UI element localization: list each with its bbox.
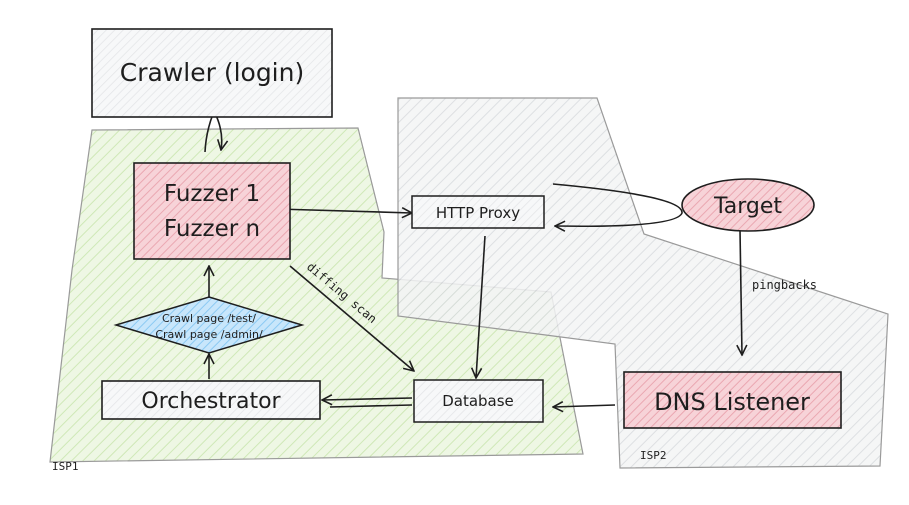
database-node: Database [413,379,544,423]
edge-dns-to-database [553,405,616,407]
edge-target-to-dns [740,229,742,355]
dns-listener-label: DNS Listener [654,388,810,416]
crawler-node: Crawler (login) [91,28,333,118]
edge-database-to-orchestrator-2 [329,404,413,408]
target-label: Target [713,194,782,219]
isp1-label: ISP1 [52,460,79,473]
crawl-decision-node: Crawl page /test/ Crawl page /admin/ [113,296,305,354]
edges [205,112,742,408]
fuzzer-label-1: Fuzzer 1 [164,181,260,207]
crawler-label: Crawler (login) [120,58,304,87]
http-proxy-node: HTTP Proxy [411,195,545,229]
http-proxy-label: HTTP Proxy [436,204,520,222]
pingbacks-label: pingbacks [752,278,817,292]
edge-fuzzer-to-proxy [276,209,412,213]
crawl-label-admin: Crawl page /admin/ [155,328,263,341]
fuzzer-label-n: Fuzzer n [164,216,260,242]
edge-database-to-orchestrator [322,398,413,400]
edge-diffing-scan [289,265,414,371]
isp2-label: ISP2 [640,449,667,462]
edge-proxy-target-loop [552,183,683,226]
dns-listener-node: DNS Listener [623,371,842,429]
orchestrator-label: Orchestrator [141,389,281,414]
database-label: Database [442,392,514,410]
target-node: Target [681,178,815,232]
crawl-label-test: Crawl page /test/ [162,312,256,325]
edge-proxy-to-database [476,235,486,378]
orchestrator-node: Orchestrator [101,380,321,420]
fuzzer-node: Fuzzer 1 Fuzzer n [133,162,291,260]
